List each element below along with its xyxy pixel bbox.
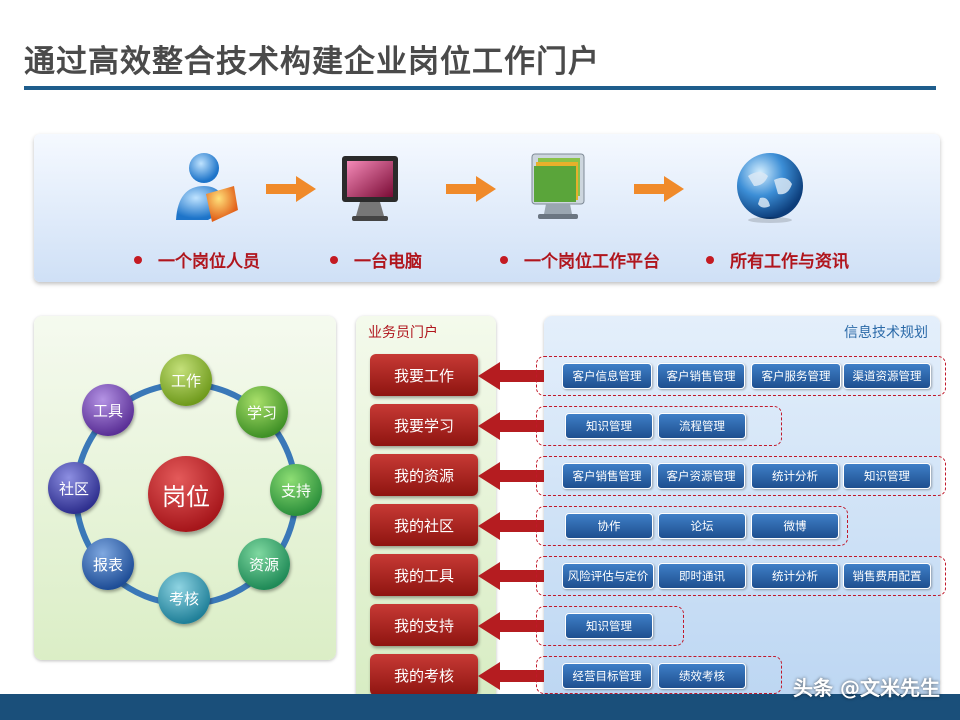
module-button[interactable]: 流程管理 xyxy=(658,413,746,439)
portal-title: 业务员门户 xyxy=(368,325,438,341)
arrow-left-icon xyxy=(478,462,544,490)
position-ring-panel: 岗位 工作 学习 支持 资源 考核 报表 社区 工具 xyxy=(34,316,336,660)
person-icon xyxy=(176,153,238,222)
module-group-support xyxy=(536,606,684,646)
module-button[interactable]: 经营目标管理 xyxy=(562,663,652,689)
ring-node-tools[interactable]: 工具 xyxy=(82,384,134,436)
module-button[interactable]: 微博 xyxy=(751,513,839,539)
flow-step-text: 一台电脑 xyxy=(354,252,422,272)
bullet-icon xyxy=(134,256,142,264)
module-button[interactable]: 客户资源管理 xyxy=(657,463,745,489)
arrow-left-icon xyxy=(478,562,544,590)
arrow-left-icon xyxy=(478,412,544,440)
module-button[interactable]: 客户销售管理 xyxy=(657,363,745,389)
module-button[interactable]: 知识管理 xyxy=(565,613,653,639)
ring-node-work[interactable]: 工作 xyxy=(160,354,212,406)
ring-node-resources[interactable]: 资源 xyxy=(238,538,290,590)
arrow-left-icon xyxy=(478,612,544,640)
portal-item-study[interactable]: 我要学习 xyxy=(370,404,478,446)
module-group-study xyxy=(536,406,782,446)
it-panel-title: 信息技术规划 xyxy=(844,325,928,341)
module-group-tools xyxy=(536,556,946,596)
portal-item-community[interactable]: 我的社区 xyxy=(370,504,478,546)
bullet-icon xyxy=(706,256,714,264)
flow-step-label: 一台电脑 xyxy=(330,247,422,272)
module-button[interactable]: 论坛 xyxy=(658,513,746,539)
module-button[interactable]: 绩效考核 xyxy=(658,663,746,689)
portal-item-work[interactable]: 我要工作 xyxy=(370,354,478,396)
portal-item-resources[interactable]: 我的资源 xyxy=(370,454,478,496)
footer-bar xyxy=(0,694,960,720)
module-button[interactable]: 知识管理 xyxy=(843,463,931,489)
module-group-work xyxy=(536,356,946,396)
flow-step-text: 一个岗位人员 xyxy=(158,252,260,272)
bullet-icon xyxy=(500,256,508,264)
computer-icon xyxy=(342,156,398,221)
arrow-right-icon xyxy=(266,176,316,202)
module-button[interactable]: 即时通讯 xyxy=(658,563,746,589)
module-button[interactable]: 客户信息管理 xyxy=(562,363,652,389)
module-button[interactable]: 客户销售管理 xyxy=(562,463,652,489)
arrow-left-icon xyxy=(478,662,544,690)
module-button[interactable]: 统计分析 xyxy=(751,563,839,589)
flow-step-label: 一个岗位人员 xyxy=(134,247,260,272)
flow-step-label: 所有工作与资讯 xyxy=(706,247,849,272)
flow-step-label: 一个岗位工作平台 xyxy=(500,247,660,272)
portal-item-assessment[interactable]: 我的考核 xyxy=(370,654,478,696)
globe-icon xyxy=(737,153,803,223)
module-button[interactable]: 渠道资源管理 xyxy=(843,363,931,389)
flow-banner: 一个岗位人员 一台电脑 一个岗位工作平台 所有工作与资讯 xyxy=(34,134,940,282)
ring-node-study[interactable]: 学习 xyxy=(236,386,288,438)
flow-step-text: 所有工作与资讯 xyxy=(730,252,849,272)
title-divider xyxy=(24,86,936,90)
module-button[interactable]: 客户服务管理 xyxy=(751,363,841,389)
module-button[interactable]: 协作 xyxy=(565,513,653,539)
module-group-assessment xyxy=(536,656,782,694)
bullet-icon xyxy=(330,256,338,264)
arrow-right-icon xyxy=(634,176,684,202)
page-title: 通过高效整合技术构建企业岗位工作门户 xyxy=(24,44,600,80)
portal-item-tools[interactable]: 我的工具 xyxy=(370,554,478,596)
salesperson-portal-panel: 业务员门户 我要工作 我要学习 我的资源 我的社区 我的工具 我的支持 我的考核 xyxy=(356,316,496,706)
arrow-right-icon xyxy=(446,176,496,202)
ring-node-assessment[interactable]: 考核 xyxy=(158,572,210,624)
ring-node-reports[interactable]: 报表 xyxy=(82,538,134,590)
platform-icon xyxy=(531,153,585,219)
module-group-resources xyxy=(536,456,946,496)
module-group-community xyxy=(536,506,848,546)
module-button[interactable]: 销售费用配置 xyxy=(843,563,931,589)
module-button[interactable]: 风险评估与定价 xyxy=(562,563,654,589)
module-button[interactable]: 知识管理 xyxy=(565,413,653,439)
ring-node-community[interactable]: 社区 xyxy=(48,462,100,514)
ring-node-support[interactable]: 支持 xyxy=(270,464,322,516)
arrow-left-icon xyxy=(478,362,544,390)
arrow-left-icon xyxy=(478,512,544,540)
flow-step-text: 一个岗位工作平台 xyxy=(524,252,660,272)
portal-item-support[interactable]: 我的支持 xyxy=(370,604,478,646)
module-button[interactable]: 统计分析 xyxy=(751,463,839,489)
watermark: 头条 @文米先生 xyxy=(793,676,940,700)
ring-center-node: 岗位 xyxy=(148,456,224,532)
